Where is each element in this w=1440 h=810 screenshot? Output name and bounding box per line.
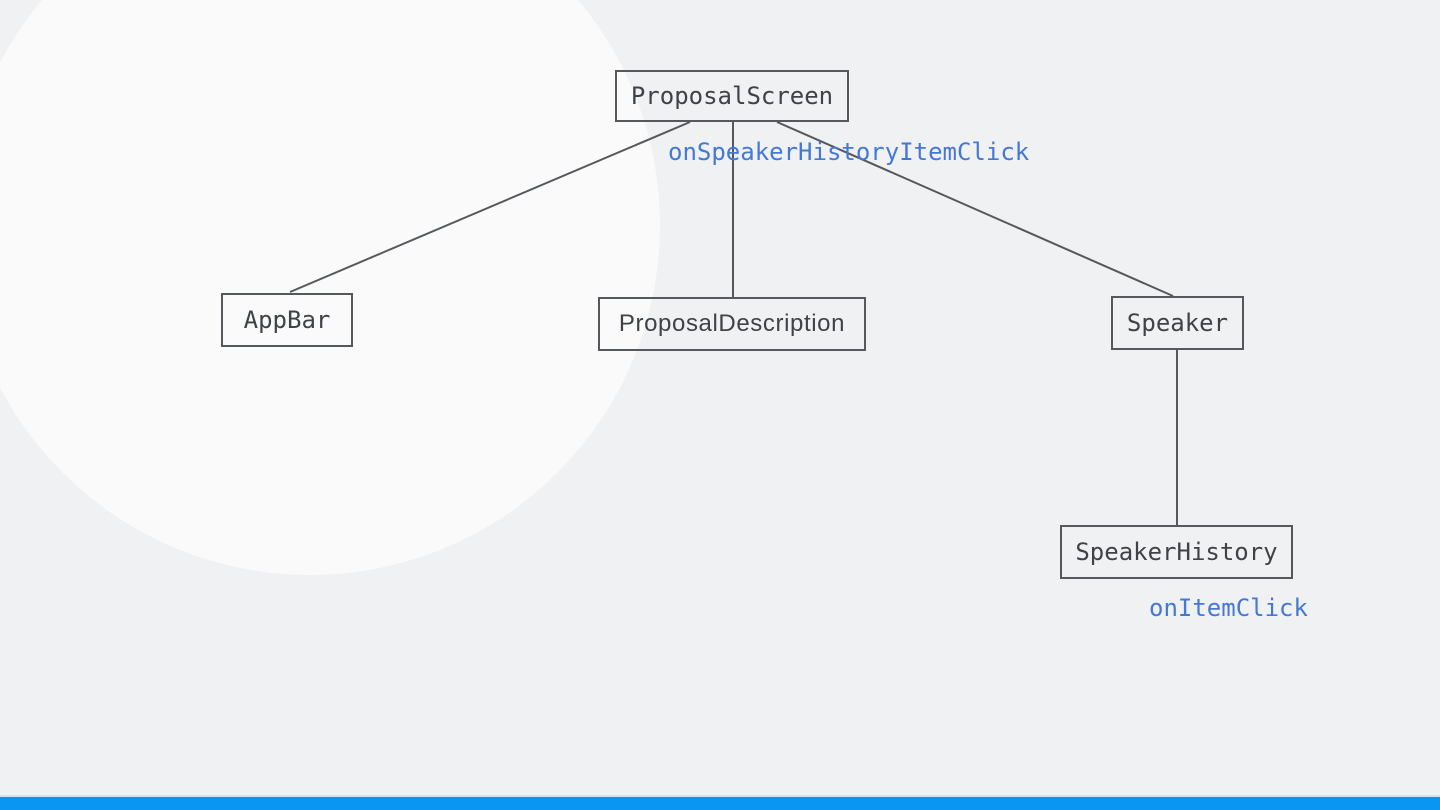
bottom-accent-bar <box>0 795 1440 810</box>
node-speaker-history: SpeakerHistory <box>1060 525 1293 579</box>
callback-label-on-speaker-history-item-click: onSpeakerHistoryItemClick <box>668 138 1030 166</box>
node-proposal-description-label: ProposalDescription <box>618 310 846 337</box>
node-app-bar: AppBar <box>221 293 353 347</box>
node-speaker-history-label: SpeakerHistory <box>1075 538 1278 566</box>
node-proposal-screen-label: ProposalScreen <box>630 82 834 110</box>
edge-proposalscreen-appbar <box>289 121 691 293</box>
node-speaker-label: Speaker <box>1126 309 1229 337</box>
node-app-bar-label: AppBar <box>243 306 331 334</box>
node-speaker: Speaker <box>1111 296 1244 350</box>
callback-label-on-item-click: onItemClick <box>1149 594 1308 622</box>
background-circle <box>0 0 660 575</box>
node-proposal-screen: ProposalScreen <box>615 70 849 122</box>
edge-proposalscreen-speaker <box>776 121 1174 297</box>
node-proposal-description: ProposalDescription <box>598 297 866 351</box>
